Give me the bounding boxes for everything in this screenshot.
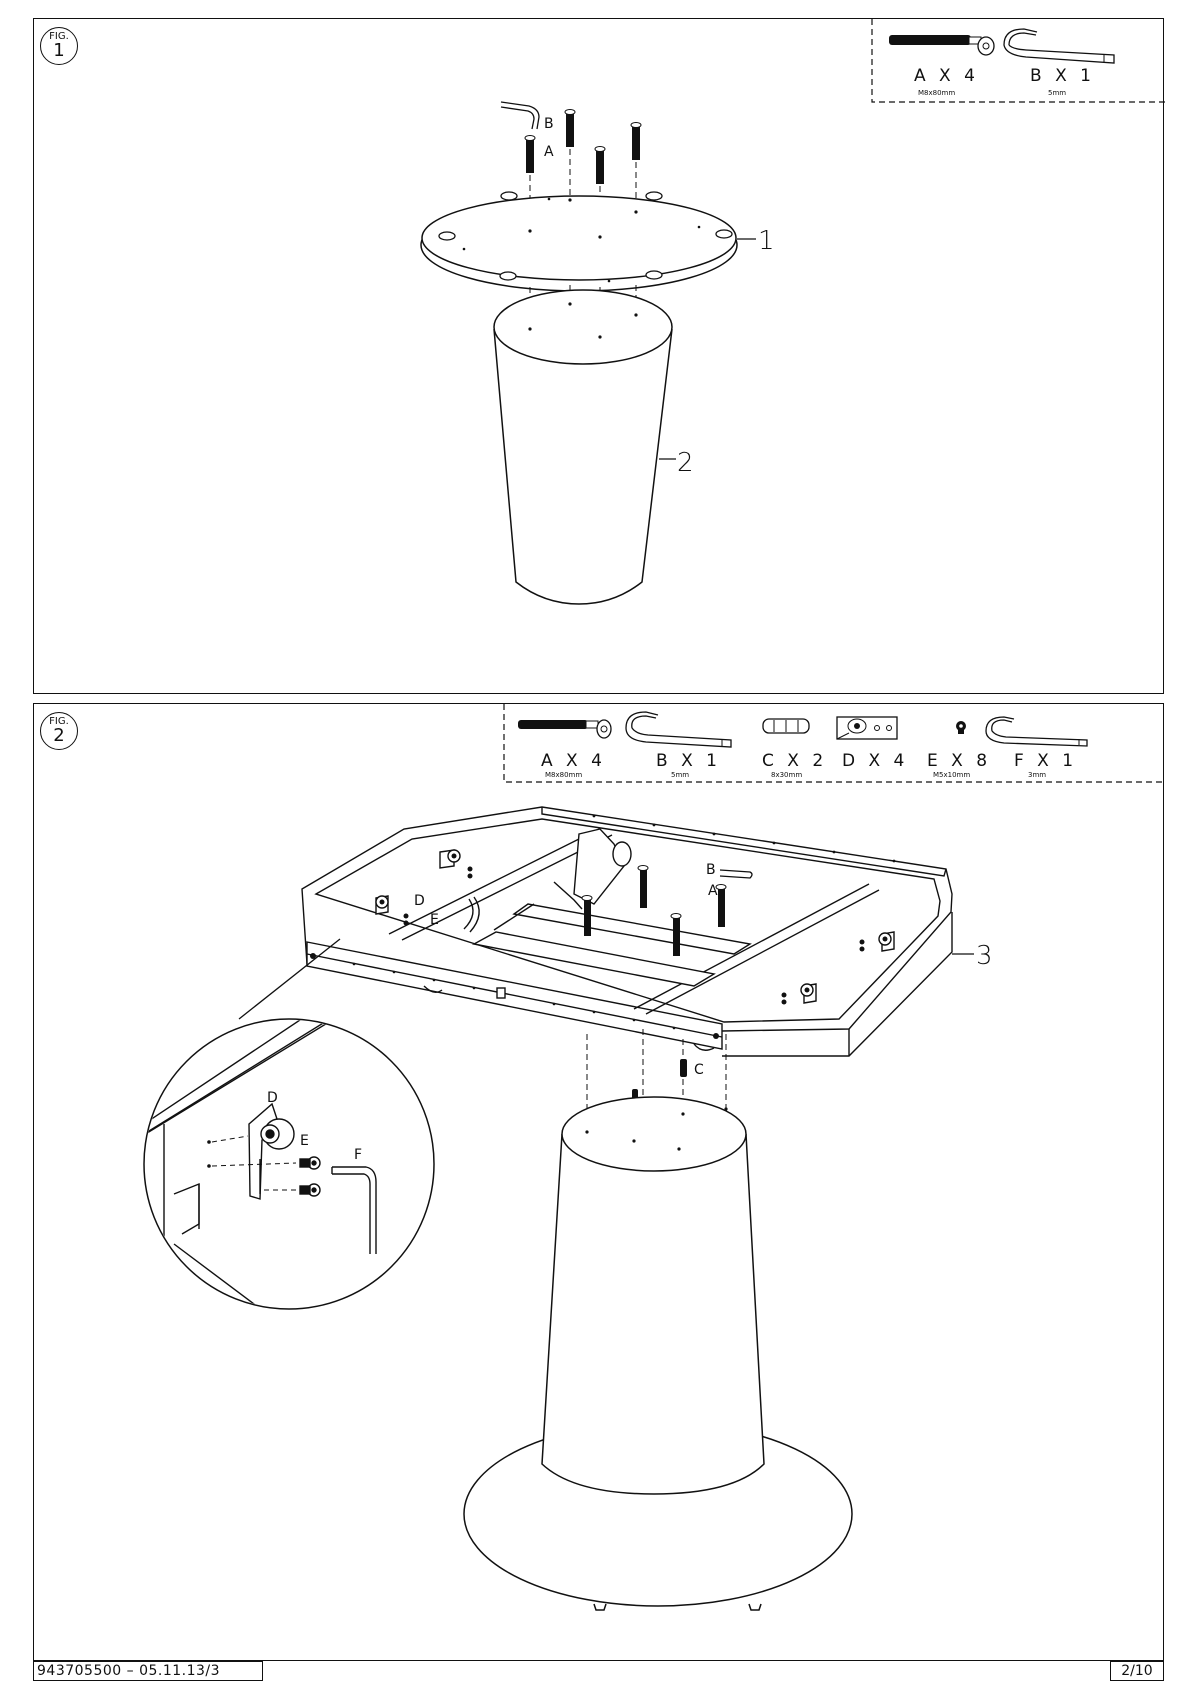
fig2-hardware-f-qty: F X 1 bbox=[1014, 751, 1077, 771]
fig2-letter-d-frame: D bbox=[414, 893, 425, 909]
detail-letter-f: F bbox=[354, 1147, 362, 1163]
fig1-hardware-a-size: M8x80mm bbox=[918, 89, 955, 97]
column-part-2: 2 bbox=[494, 290, 694, 604]
fig2-hardware-e-size: M5x10mm bbox=[933, 771, 970, 779]
fig2-hardware-a-size: M8x80mm bbox=[545, 771, 582, 779]
dowel-icon bbox=[763, 719, 809, 733]
figure-2-panel: FIG. 2 A X 4 M8x80mm B X 1 5mm bbox=[33, 703, 1164, 1661]
fig2-hardware-c-qty: C X 2 bbox=[762, 751, 827, 771]
detail-letter-e: E bbox=[300, 1133, 309, 1149]
fig2-hardware-d-qty: D X 4 bbox=[842, 751, 908, 771]
page-number: 2/10 bbox=[1110, 1661, 1164, 1681]
document-code: 943705500 – 05.11.13/3 bbox=[33, 1661, 263, 1681]
figure-2-hardware-legend: A X 4 M8x80mm B X 1 5mm C X 2 8x30mm bbox=[504, 704, 1165, 782]
fig2-letter-a: A bbox=[708, 883, 718, 899]
fig1-letter-a: A bbox=[544, 144, 554, 160]
bolt-icon bbox=[518, 720, 611, 738]
pedestal-base bbox=[464, 1097, 852, 1610]
fig2-hardware-a-qty: A X 4 bbox=[541, 751, 606, 771]
figure-1-panel: FIG. 1 A X 4 M8x80mm B X 1 5mm bbox=[33, 18, 1164, 694]
part-label-3: 3 bbox=[976, 941, 993, 971]
fig2-hardware-f-size: 3mm bbox=[1028, 771, 1046, 779]
top-plate-part-1: 1 bbox=[421, 192, 775, 291]
part-label-2: 2 bbox=[677, 448, 694, 478]
figure-1-drawing: A X 4 M8x80mm B X 1 5mm B A bbox=[34, 19, 1165, 695]
fig1-hardware-a-qty: A X 4 bbox=[914, 66, 979, 86]
fig1-letter-b: B bbox=[544, 116, 554, 132]
fig1-hardware-b-qty: B X 1 bbox=[1030, 66, 1095, 86]
fig1-hardware-b-size: 5mm bbox=[1048, 89, 1066, 97]
detail-letter-d: D bbox=[267, 1090, 278, 1106]
fig2-letter-e-frame: E bbox=[430, 912, 439, 928]
figure-2-drawing: A X 4 M8x80mm B X 1 5mm C X 2 8x30mm bbox=[34, 704, 1165, 1662]
table-frame-part-3 bbox=[302, 807, 952, 1056]
allen-key-icon bbox=[986, 717, 1087, 746]
fig2-hardware-b-qty: B X 1 bbox=[656, 751, 721, 771]
fig2-letter-c: C bbox=[694, 1062, 704, 1078]
corner-bracket-left bbox=[376, 896, 388, 914]
detail-magnifier: D E F bbox=[114, 939, 454, 1394]
figure-1-hardware-legend: A X 4 M8x80mm B X 1 5mm bbox=[872, 19, 1165, 102]
screw-icon bbox=[956, 721, 966, 734]
fig2-hardware-c-size: 8x30mm bbox=[771, 771, 802, 779]
allen-key-icon bbox=[626, 712, 731, 747]
part-label-1: 1 bbox=[758, 226, 775, 256]
fig2-hardware-b-size: 5mm bbox=[671, 771, 689, 779]
fig2-hardware-e-qty: E X 8 bbox=[927, 751, 991, 771]
allen-key-icon bbox=[1004, 29, 1114, 63]
bolt-icon bbox=[889, 35, 994, 55]
fig2-letter-b: B bbox=[706, 862, 716, 878]
bracket-icon bbox=[837, 717, 897, 739]
